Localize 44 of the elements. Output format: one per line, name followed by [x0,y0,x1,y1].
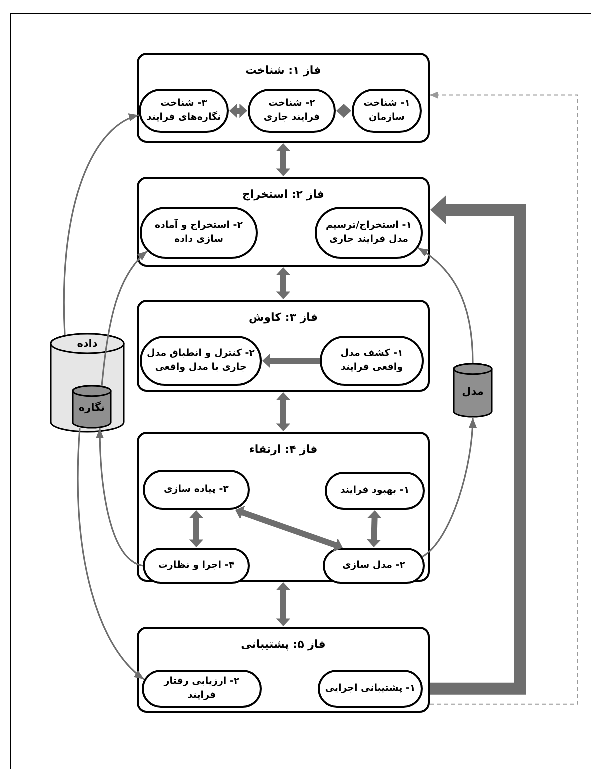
double-arrow [276,582,291,626]
phase-title: فاز ۲: استخراج [242,188,324,201]
process-box: ۱- کشف مدل واقعی فرایند [320,336,424,386]
double-arrow [276,392,291,432]
double-arrow [189,510,204,548]
phase-box [137,177,430,267]
double-arrow [236,506,343,552]
double-arrow [336,104,352,118]
arrow [96,428,144,567]
block-arrow [262,354,320,368]
arrow [418,247,474,364]
arrow [101,250,148,386]
phase-box [137,432,430,582]
process-box: ۱- استخراج/ترسیم مدل فرایند جاری [315,207,423,259]
process-box: ۴- اجرا و نظارت [143,548,250,584]
cylinder-label: نگاره [78,402,106,414]
process-box: ۲- مدل سازی [323,548,425,584]
cylinder-label: داده [77,338,98,350]
arrow [63,114,140,336]
arrow [77,428,145,680]
double-arrow [276,144,291,176]
block-arrow [430,196,526,695]
arrow [422,418,477,558]
phase-box [137,300,430,392]
dashed-arrow [430,92,578,705]
phase-box [137,627,430,713]
process-box: ۱- بهبود فرایند [325,472,425,510]
phase-title: فاز ۱: شناخت [246,64,322,77]
phase-title: فاز ۳: کاوش [249,311,318,324]
process-box: ۳- پیاده سازی [143,470,250,510]
phase-title: فاز ۴: ارتقاء [249,443,318,456]
cylinder-label: مدل [462,386,484,398]
process-box: ۲- شناخت فرایند جاری [248,89,336,133]
process-box: ۲- کنترل و انطباق مدل جاری با مدل واقعی [140,336,262,386]
double-arrow [230,104,248,118]
double-arrow [367,510,382,548]
process-box: ۲- استخراج و آماده سازی داده [140,207,258,259]
process-box: ۱- پشتیبانی اجرایی [318,670,423,708]
double-arrow [276,268,291,300]
phase-box [137,53,430,143]
phase-title: فاز ۵: پشتیبانی [241,638,326,651]
process-box: ۱- شناخت سازمان [352,89,422,133]
process-box: ۳- شناخت نگاره‌های فرایند [139,89,229,133]
process-box: ۲- ارزیابی رفتار فرایند [142,670,262,708]
